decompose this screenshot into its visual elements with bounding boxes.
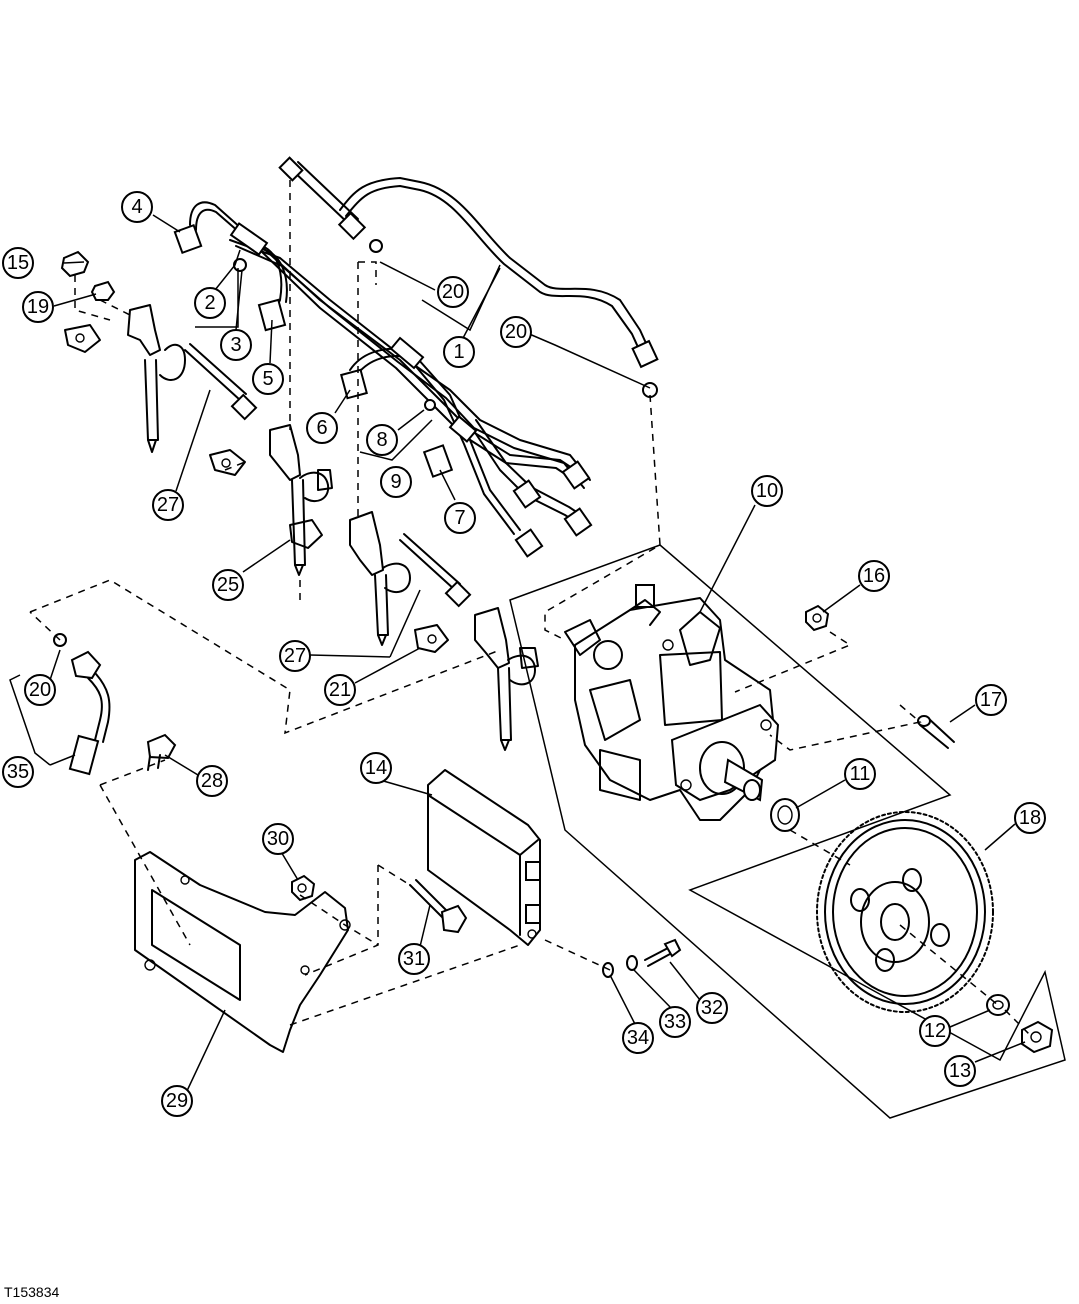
pin-17 <box>917 715 955 749</box>
nut-30 <box>291 874 316 902</box>
washer-12 <box>986 994 1010 1016</box>
callout-8: 8 <box>366 424 398 456</box>
callout-33: 33 <box>659 1006 691 1038</box>
svg-text:14: 14 <box>365 757 387 779</box>
callout-29: 29 <box>161 1085 193 1117</box>
callout-28: 28 <box>196 765 228 797</box>
svg-text:4: 4 <box>131 196 142 218</box>
fuel-injector-2 <box>209 424 333 576</box>
callout-20-upper: 20 <box>437 276 469 308</box>
callout-25: 25 <box>212 569 244 601</box>
mounting-bracket <box>134 851 351 1053</box>
assembly-outlines <box>509 544 1066 1119</box>
svg-text:3: 3 <box>230 334 241 356</box>
callout-35: 35 <box>2 756 34 788</box>
o-ring-11 <box>770 798 800 832</box>
seal-20-upper <box>369 239 383 253</box>
control-module <box>427 769 541 946</box>
svg-text:20: 20 <box>505 321 527 343</box>
svg-text:1: 1 <box>453 341 464 363</box>
callout-11: 11 <box>844 758 876 790</box>
callout-20-right: 20 <box>500 316 532 348</box>
svg-text:34: 34 <box>627 1027 649 1049</box>
svg-text:15: 15 <box>7 252 29 274</box>
injection-line-1 <box>278 156 659 369</box>
fuel-injector-1 <box>64 304 258 453</box>
washer-34 <box>602 962 614 978</box>
bolt-28 <box>146 733 177 771</box>
callout-20-left: 20 <box>24 674 56 706</box>
assembly-dashed-lines <box>29 180 1031 1036</box>
callout-18: 18 <box>1014 802 1046 834</box>
nut-13 <box>1021 1020 1054 1054</box>
injection-pump <box>564 584 780 821</box>
svg-text:13: 13 <box>949 1060 971 1082</box>
callout-1: 1 <box>443 336 475 368</box>
svg-text:16: 16 <box>863 565 885 587</box>
leader-lines <box>9 214 1026 1094</box>
callout-16: 16 <box>858 560 890 592</box>
callout-14: 14 <box>360 752 392 784</box>
callout-17: 17 <box>975 684 1007 716</box>
svg-text:7: 7 <box>454 507 465 529</box>
svg-text:30: 30 <box>267 828 289 850</box>
nut-15 <box>60 250 90 278</box>
svg-text:8: 8 <box>376 429 387 451</box>
callout-10: 10 <box>751 475 783 507</box>
svg-text:31: 31 <box>403 948 425 970</box>
callout-2: 2 <box>194 287 226 319</box>
svg-text:32: 32 <box>701 997 723 1019</box>
svg-text:9: 9 <box>390 471 401 493</box>
svg-text:21: 21 <box>329 679 351 701</box>
svg-text:12: 12 <box>924 1020 946 1042</box>
callout-34: 34 <box>622 1022 654 1054</box>
svg-text:6: 6 <box>316 417 327 439</box>
callout-9: 9 <box>380 466 412 498</box>
svg-text:27: 27 <box>284 645 306 667</box>
callout-31: 31 <box>398 943 430 975</box>
svg-text:29: 29 <box>166 1090 188 1112</box>
svg-text:27: 27 <box>157 494 179 516</box>
svg-text:17: 17 <box>980 689 1002 711</box>
svg-text:25: 25 <box>217 574 239 596</box>
svg-text:20: 20 <box>29 679 51 701</box>
svg-text:33: 33 <box>664 1011 686 1033</box>
callout-27-upper: 27 <box>152 489 184 521</box>
leak-off-line <box>68 650 111 776</box>
svg-text:19: 19 <box>27 296 49 318</box>
callout-5: 5 <box>252 363 284 395</box>
callout-15: 15 <box>2 247 34 279</box>
callout-30: 30 <box>262 823 294 855</box>
figure-id-label: T153834 <box>4 1284 60 1300</box>
callout-27-lower: 27 <box>279 640 311 672</box>
injection-line-bundle <box>173 201 593 558</box>
bolt-31 <box>409 879 468 934</box>
svg-text:5: 5 <box>262 368 273 390</box>
svg-text:11: 11 <box>850 763 871 785</box>
callout-4: 4 <box>121 191 153 223</box>
washer-33 <box>626 955 638 971</box>
callout-7: 7 <box>444 502 476 534</box>
drive-gear <box>816 811 994 1013</box>
callout-32: 32 <box>696 992 728 1024</box>
svg-text:18: 18 <box>1019 807 1041 829</box>
callout-21: 21 <box>324 674 356 706</box>
fuel-injector-3 <box>349 511 472 646</box>
seal-19 <box>90 280 116 301</box>
callout-13: 13 <box>944 1055 976 1087</box>
fuel-injector-4 <box>414 607 539 751</box>
svg-text:10: 10 <box>756 480 778 502</box>
callout-19: 19 <box>22 291 54 323</box>
svg-text:2: 2 <box>204 292 215 314</box>
svg-text:35: 35 <box>7 761 29 783</box>
screw-32 <box>644 938 682 967</box>
callout-6: 6 <box>306 412 338 444</box>
callout-3: 3 <box>220 329 252 361</box>
callout-12: 12 <box>919 1015 951 1047</box>
svg-text:28: 28 <box>201 770 223 792</box>
svg-text:20: 20 <box>442 281 464 303</box>
nut-16 <box>805 604 830 632</box>
